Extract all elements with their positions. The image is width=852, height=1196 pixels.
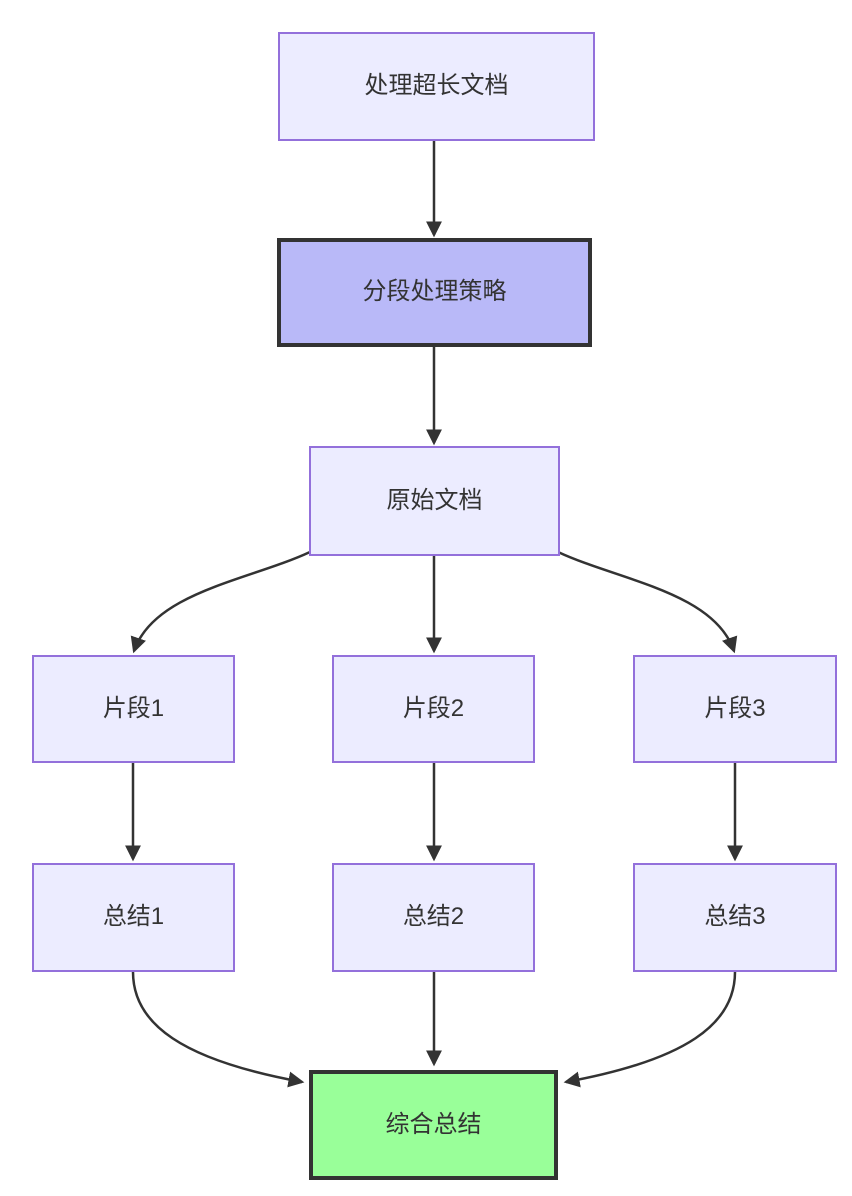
- node-final-summary-label: 综合总结: [385, 1110, 482, 1138]
- edge-summary-1-to-final-summary: [131, 971, 305, 1088]
- node-fragment-1-label: 片段1: [102, 694, 165, 722]
- node-segment-strategy: 分段处理策略: [277, 238, 592, 347]
- node-summary-1-label: 总结1: [102, 903, 165, 931]
- node-original-doc-label: 原始文档: [386, 486, 483, 514]
- edge-original-doc-to-fragment-3: [557, 550, 738, 654]
- edge-summary-3-to-final-summary: [563, 971, 737, 1088]
- node-fragment-3: 片段3: [633, 655, 837, 763]
- node-segment-strategy-label: 分段处理策略: [362, 278, 507, 306]
- node-original-doc: 原始文档: [309, 446, 560, 556]
- edge-original-doc-to-fragment-1: [130, 550, 311, 654]
- node-summary-3-label: 总结3: [704, 903, 766, 931]
- node-summary-2-label: 总结2: [402, 903, 465, 931]
- node-fragment-3-label: 片段3: [704, 694, 766, 722]
- node-final-summary: 综合总结: [309, 1070, 558, 1180]
- node-process-long-doc: 处理超长文档: [278, 32, 595, 141]
- node-fragment-2: 片段2: [332, 655, 535, 763]
- node-fragment-2-label: 片段2: [402, 694, 465, 722]
- node-summary-2: 总结2: [332, 863, 535, 972]
- node-summary-1: 总结1: [32, 863, 235, 972]
- node-process-long-doc-label: 处理超长文档: [364, 72, 509, 100]
- node-fragment-1: 片段1: [32, 655, 235, 763]
- node-summary-3: 总结3: [633, 863, 837, 972]
